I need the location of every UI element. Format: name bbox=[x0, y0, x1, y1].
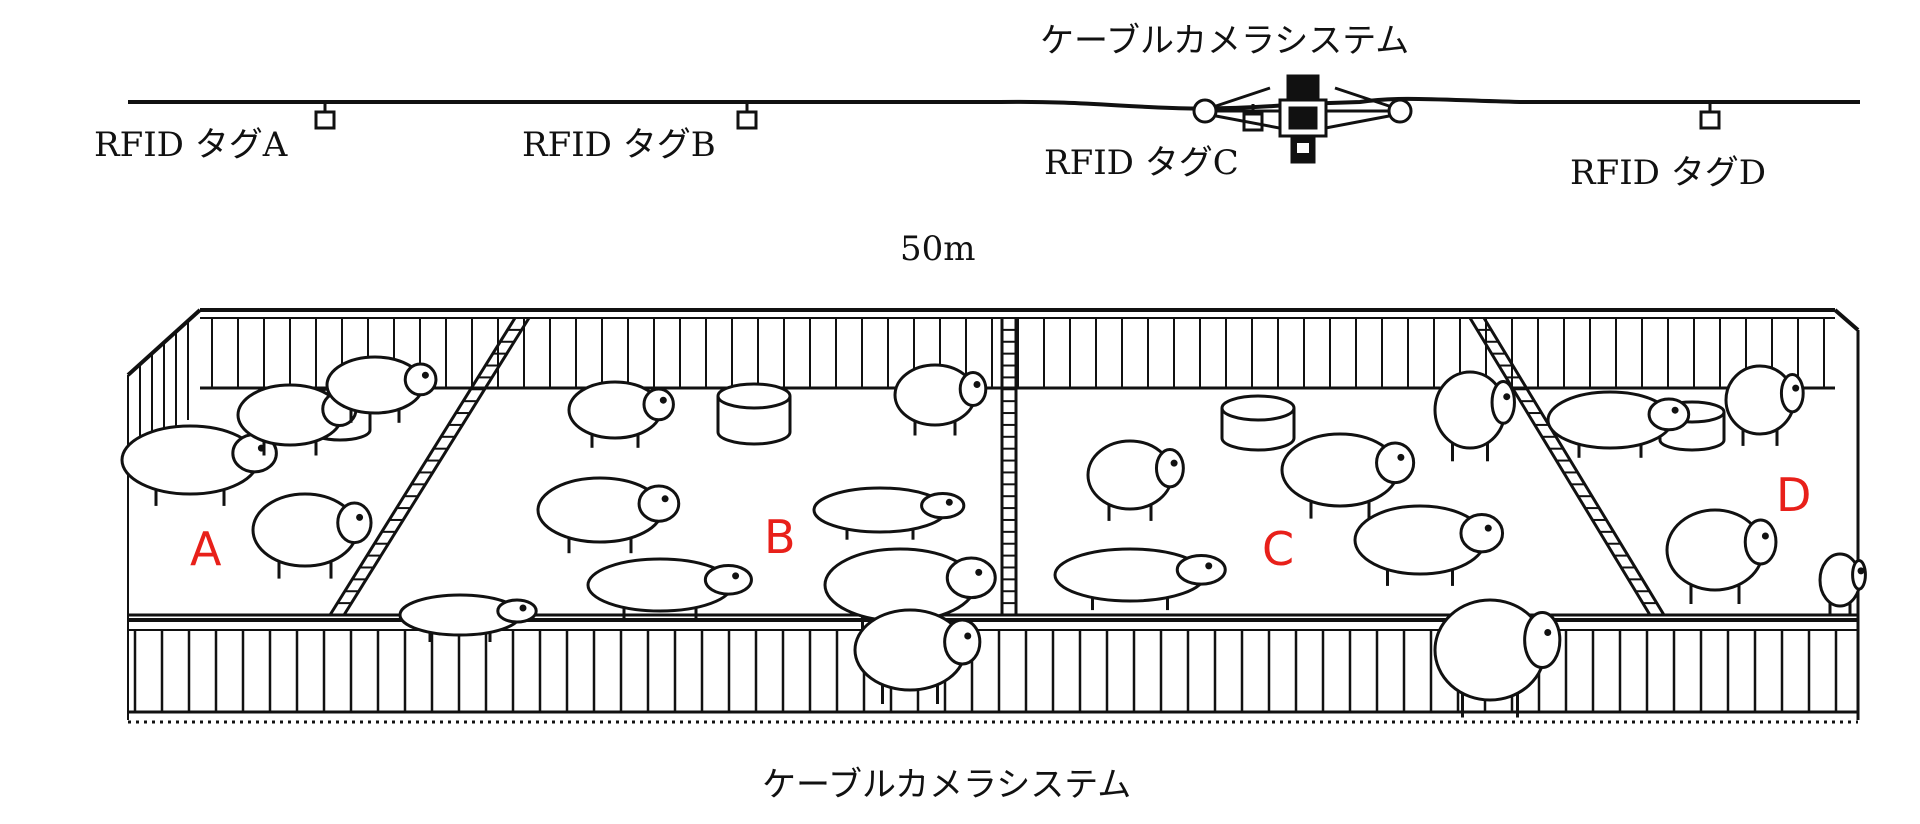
pig-icon bbox=[1053, 547, 1227, 611]
cable-camera-icon bbox=[1192, 74, 1413, 164]
pig-icon bbox=[1818, 552, 1867, 616]
feeder-bowl-icon bbox=[716, 382, 792, 446]
pig-icon bbox=[823, 547, 997, 634]
rfid-tag-label-a: RFID タグA bbox=[94, 125, 288, 165]
fence bbox=[126, 308, 1860, 724]
pig-icon bbox=[893, 363, 988, 436]
pig-icon bbox=[586, 557, 753, 621]
pen-divider bbox=[1468, 317, 1652, 616]
pig-icon bbox=[398, 593, 538, 642]
pig-icon bbox=[1433, 598, 1562, 718]
pig-icon bbox=[120, 424, 278, 506]
diagram-caption: ケーブルカメラシステム bbox=[762, 765, 1132, 805]
pig-icon bbox=[567, 380, 675, 448]
pig-icon bbox=[325, 355, 438, 423]
pig-icon bbox=[1280, 432, 1416, 519]
diagram-title: ケーブルカメラシステム bbox=[1040, 21, 1410, 61]
rfid-tag-label-d: RFID タグD bbox=[1570, 153, 1766, 193]
pen-divider bbox=[342, 317, 531, 616]
pen-label-b: B bbox=[764, 510, 796, 564]
pig-icon bbox=[1724, 364, 1805, 446]
pig-icon bbox=[536, 476, 681, 554]
pig-icon bbox=[1546, 390, 1691, 458]
pig-icon bbox=[812, 486, 966, 540]
rfid-tag-icon bbox=[1699, 102, 1721, 130]
pig-icon bbox=[853, 608, 982, 704]
pen-label-a: A bbox=[190, 522, 222, 576]
pig-icon bbox=[1433, 370, 1516, 462]
pig-icon bbox=[1086, 439, 1185, 521]
rfid-tag-icon bbox=[314, 102, 336, 130]
pig-icon bbox=[1353, 504, 1505, 586]
pig-icon bbox=[1665, 508, 1778, 604]
rfid-tag-label-c: RFID タグC bbox=[1044, 143, 1239, 183]
pen-label-c: C bbox=[1262, 522, 1295, 576]
rfid-tag-label-b: RFID タグB bbox=[522, 125, 716, 165]
pen-label-d: D bbox=[1776, 468, 1812, 522]
pig-icon bbox=[251, 492, 373, 579]
distance-label: 50m bbox=[900, 229, 976, 269]
pen-divider bbox=[328, 317, 517, 616]
pig-icon bbox=[236, 383, 358, 456]
feeder-bowl-icon bbox=[1220, 394, 1296, 452]
rfid-tag-icon bbox=[736, 102, 758, 130]
cable-line bbox=[128, 96, 1860, 111]
pen-divider bbox=[1482, 317, 1666, 616]
